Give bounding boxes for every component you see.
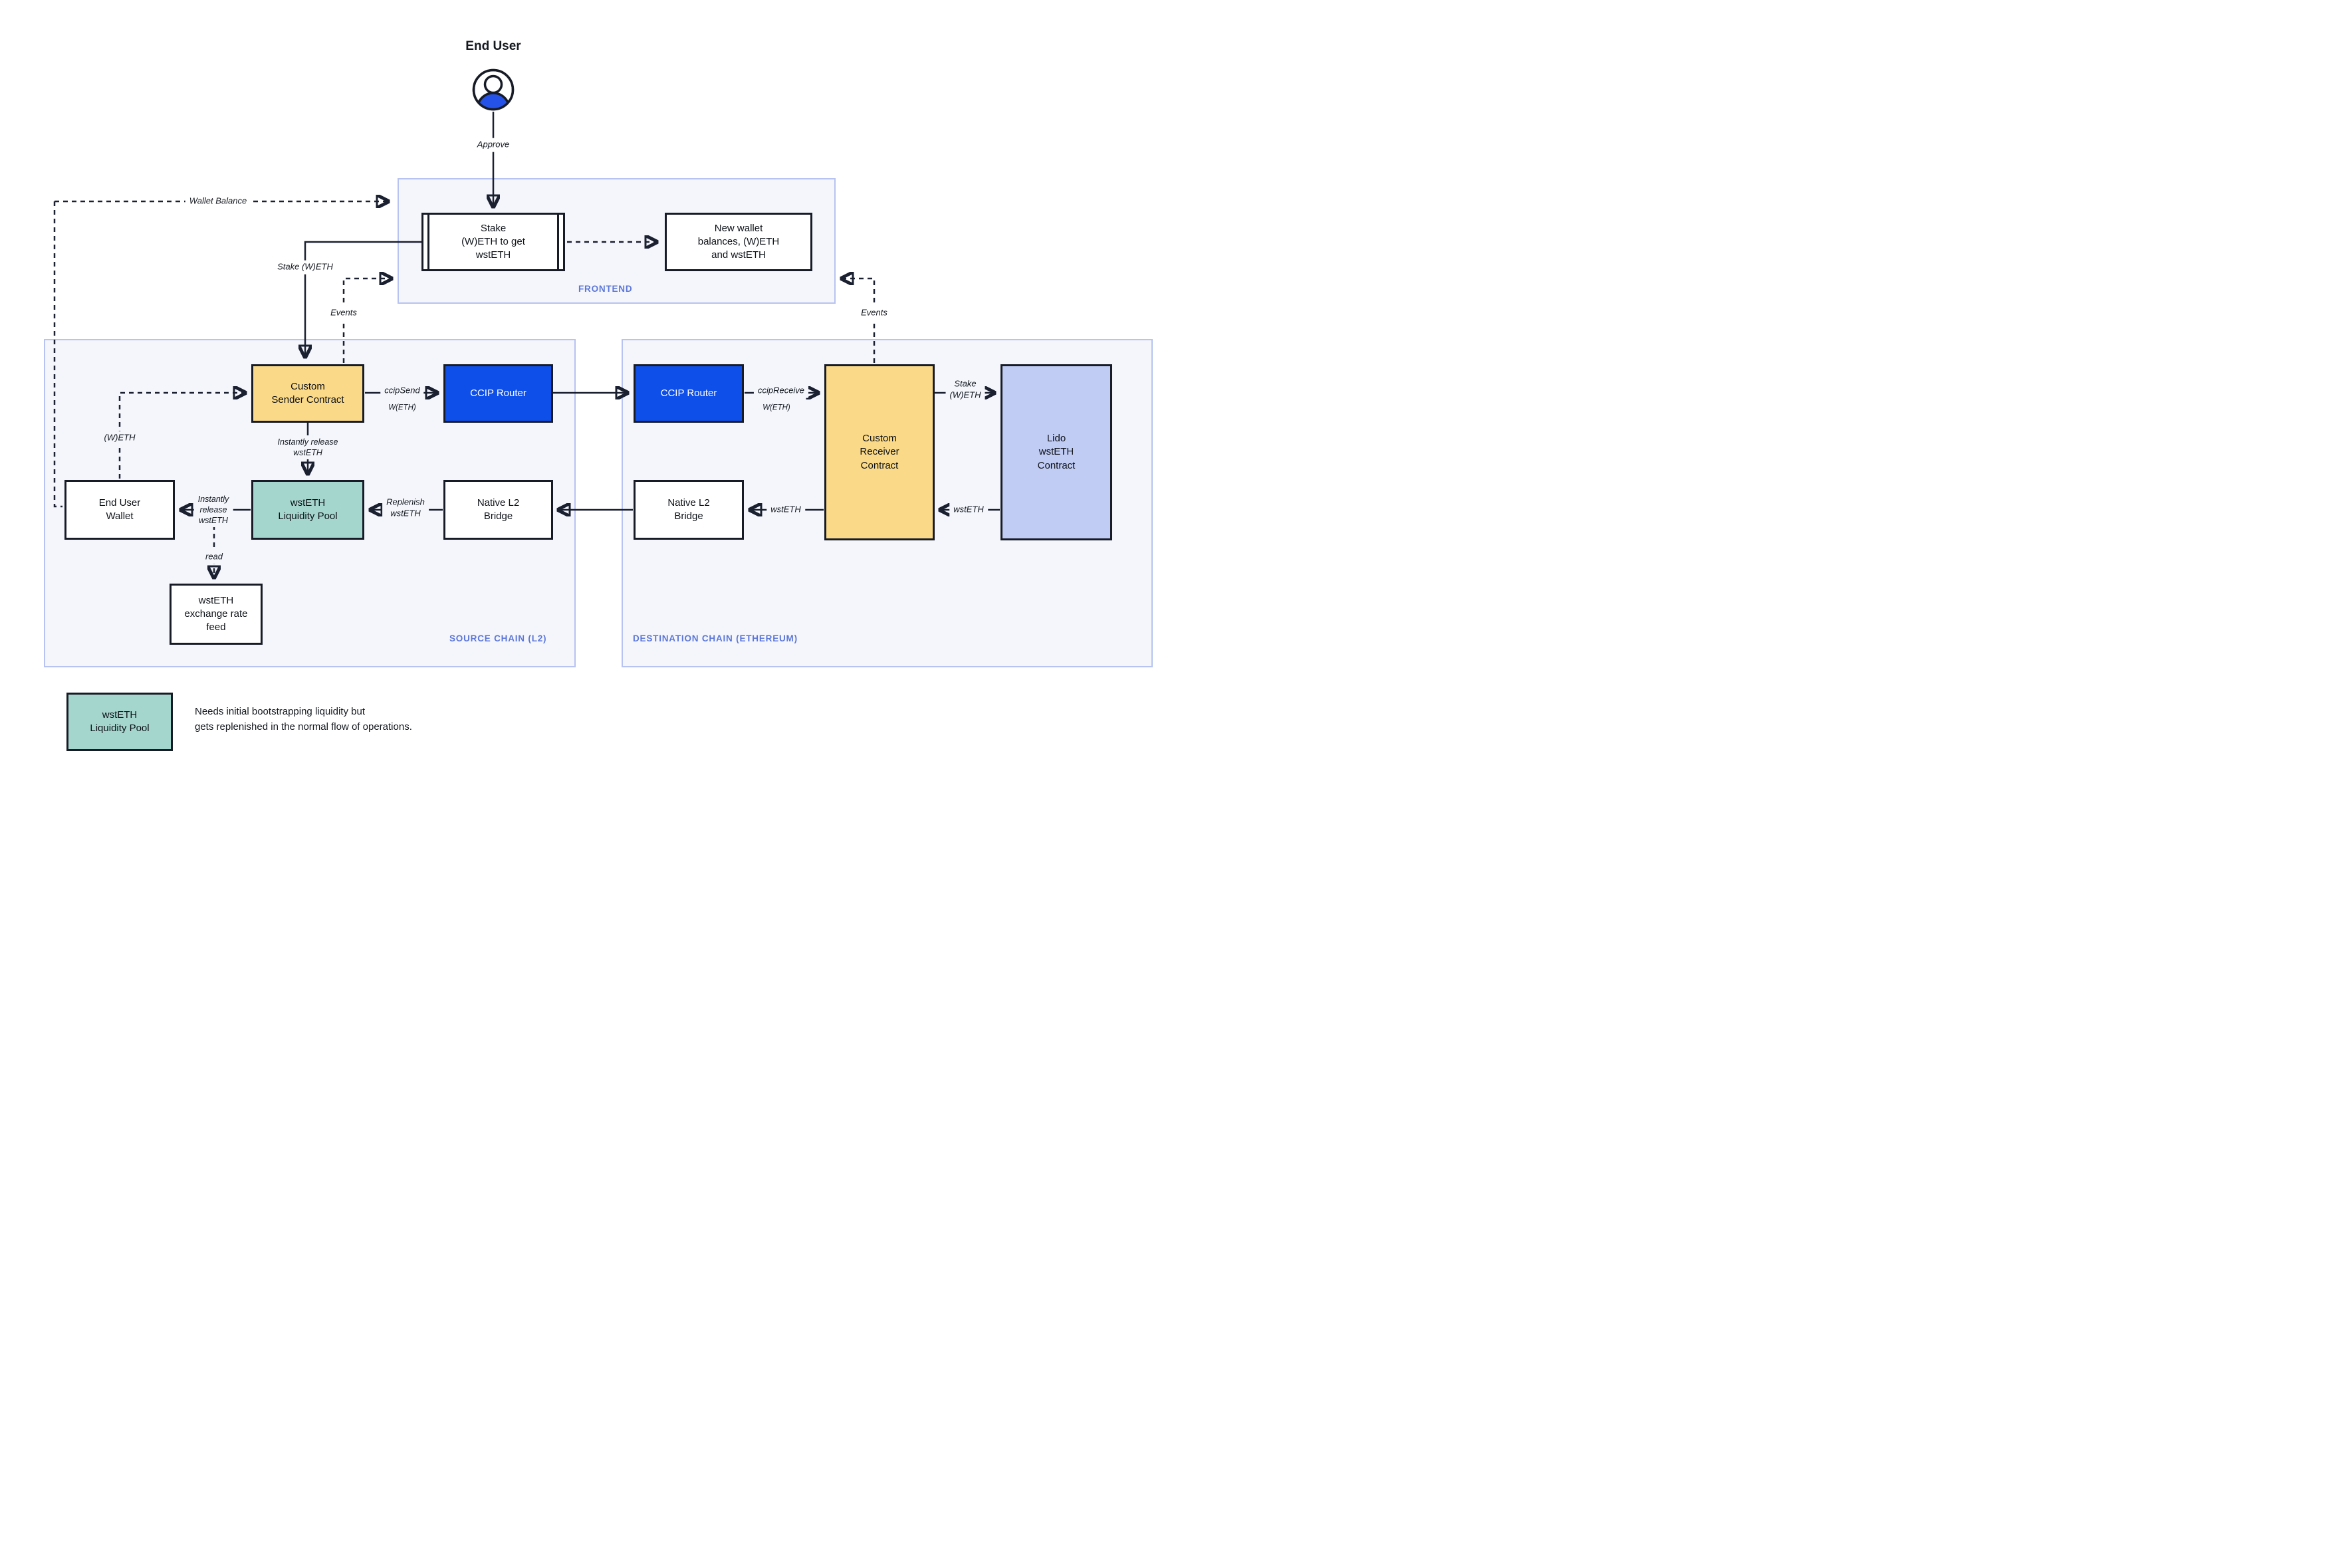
ccipreceive-token-label: W(ETH) xyxy=(759,401,794,415)
stake-box: Stake (W)ETH to get wstETH xyxy=(421,213,565,271)
ccipsend-token-label: W(ETH) xyxy=(384,401,420,415)
stake-weth-right-edge-label: Stake (W)ETH xyxy=(945,377,985,402)
stake-box-left-bar xyxy=(427,215,429,269)
ccipsend-edge-label: ccipSend xyxy=(380,384,424,398)
ccip-router-destination-box: CCIP Router xyxy=(634,364,744,423)
legend-note: Needs initial bootstrapping liquidity bu… xyxy=(195,706,412,732)
wsteth-right-edge-label: wstETH xyxy=(949,503,988,517)
wsteth-liquidity-pool-box: wstETH Liquidity Pool xyxy=(251,480,364,540)
destination-chain-label: DESTINATION CHAIN (ETHEREUM) xyxy=(633,633,798,643)
end-user-icon xyxy=(472,68,515,111)
wsteth-mid-edge-label: wstETH xyxy=(766,503,805,517)
native-l2-bridge-destination-box: Native L2 Bridge xyxy=(634,480,744,540)
stake-weth-edge-label: Stake (W)ETH xyxy=(273,260,337,275)
instantly-release-horizontal-label: Instantly release wstETH xyxy=(193,493,233,527)
stake-box-right-bar xyxy=(557,215,559,269)
custom-sender-contract-box: Custom Sender Contract xyxy=(251,364,364,423)
legend-liquidity-pool-box: wstETH Liquidity Pool xyxy=(66,693,173,751)
events-left-edge-label: Events xyxy=(326,306,361,320)
lido-wsteth-contract-box: Lido wstETH Contract xyxy=(1000,364,1112,540)
end-user-wallet-box: End User Wallet xyxy=(64,480,175,540)
end-user-title: End User xyxy=(465,39,521,53)
wsteth-exchange-rate-feed-box: wstETH exchange rate feed xyxy=(170,584,263,645)
custom-receiver-contract-box: Custom Receiver Contract xyxy=(824,364,935,540)
instantly-release-vertical-label: Instantly release wstETH xyxy=(273,435,342,459)
stake-box-label: Stake (W)ETH to get wstETH xyxy=(461,222,525,261)
weth-edge-label: (W)ETH xyxy=(100,431,140,445)
read-edge-label: read xyxy=(201,550,227,564)
ccip-router-source-box: CCIP Router xyxy=(443,364,553,423)
diagram-canvas: FRONTEND SOURCE CHAIN (L2) DESTINATION C… xyxy=(0,0,1174,784)
frontend-label: FRONTEND xyxy=(578,284,633,294)
ccipreceive-edge-label: ccipReceive xyxy=(753,384,809,398)
wallet-balance-edge-label: Wallet Balance xyxy=(185,194,251,209)
events-right-edge-label: Events xyxy=(857,306,891,320)
replenish-edge-label: Replenish wstETH xyxy=(382,495,429,520)
source-chain-label: SOURCE CHAIN (L2) xyxy=(449,633,547,643)
native-l2-bridge-source-box: Native L2 Bridge xyxy=(443,480,553,540)
new-wallet-box: New wallet balances, (W)ETH and wstETH xyxy=(665,213,812,271)
approve-edge-label: Approve xyxy=(473,138,514,152)
